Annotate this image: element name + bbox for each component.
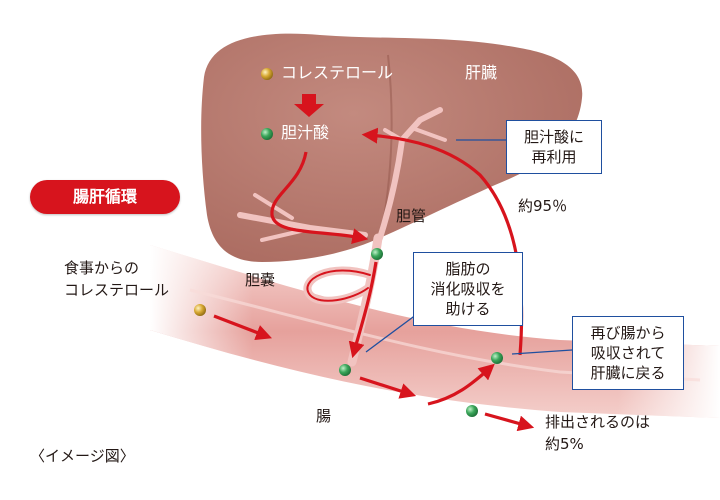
intestine-label: 腸 (316, 407, 332, 425)
conversion-arrow (294, 94, 324, 117)
cholesterol-dot-liver (261, 68, 273, 80)
cholesterol-dot-diet (194, 304, 206, 316)
excreted-label-line2: 約5% (545, 435, 584, 453)
callout-reuse-line1: 胆汁酸に (523, 128, 584, 146)
bile-acid-dot-liver (261, 128, 273, 140)
excreted-label-line1: 排出されるのは (545, 413, 651, 431)
callout-fat: 脂肪の 消化吸収を 助ける (413, 252, 523, 326)
cholesterol-label: コレステロール (281, 63, 394, 82)
bile-duct-system (237, 107, 447, 367)
image-note: 〈イメージ図〉 (30, 447, 135, 465)
callout-reabsorb-line2: 吸収されて (590, 344, 666, 362)
bile-acid-dot-intestine (339, 364, 351, 376)
enterohepatic-circulation-tag: 腸肝循環 (30, 180, 180, 214)
callout-reuse: 胆汁酸に 再利用 (506, 120, 602, 174)
bile-acid-label: 胆汁酸 (281, 123, 330, 142)
bile-acid-dot-excreted (466, 405, 478, 417)
callout-reabsorb-line1: 再び腸から (590, 324, 666, 342)
callout-fat-line1: 脂肪の (445, 260, 491, 278)
liver-label: 肝臓 (465, 63, 498, 82)
callout-fat-line3: 助ける (445, 300, 491, 318)
callout-reabsorb: 再び腸から 吸収されて 肝臓に戻る (572, 316, 684, 390)
bile-acid-dot-duct (371, 248, 383, 260)
dietary-label-line2: コレステロール (64, 281, 170, 299)
callout-reabsorb-line3: 肝臓に戻る (590, 364, 666, 382)
dietary-label-line1: 食事からの (64, 259, 140, 277)
bile-acid-dot-reabsorb (491, 352, 503, 364)
bile-duct-label: 胆管 (396, 207, 427, 225)
callout-reuse-line2: 再利用 (531, 148, 577, 166)
percent-95-label: 約95％ (518, 197, 568, 215)
gallbladder-label: 胆嚢 (245, 271, 276, 289)
callout-fat-line2: 消化吸収を (430, 280, 506, 298)
